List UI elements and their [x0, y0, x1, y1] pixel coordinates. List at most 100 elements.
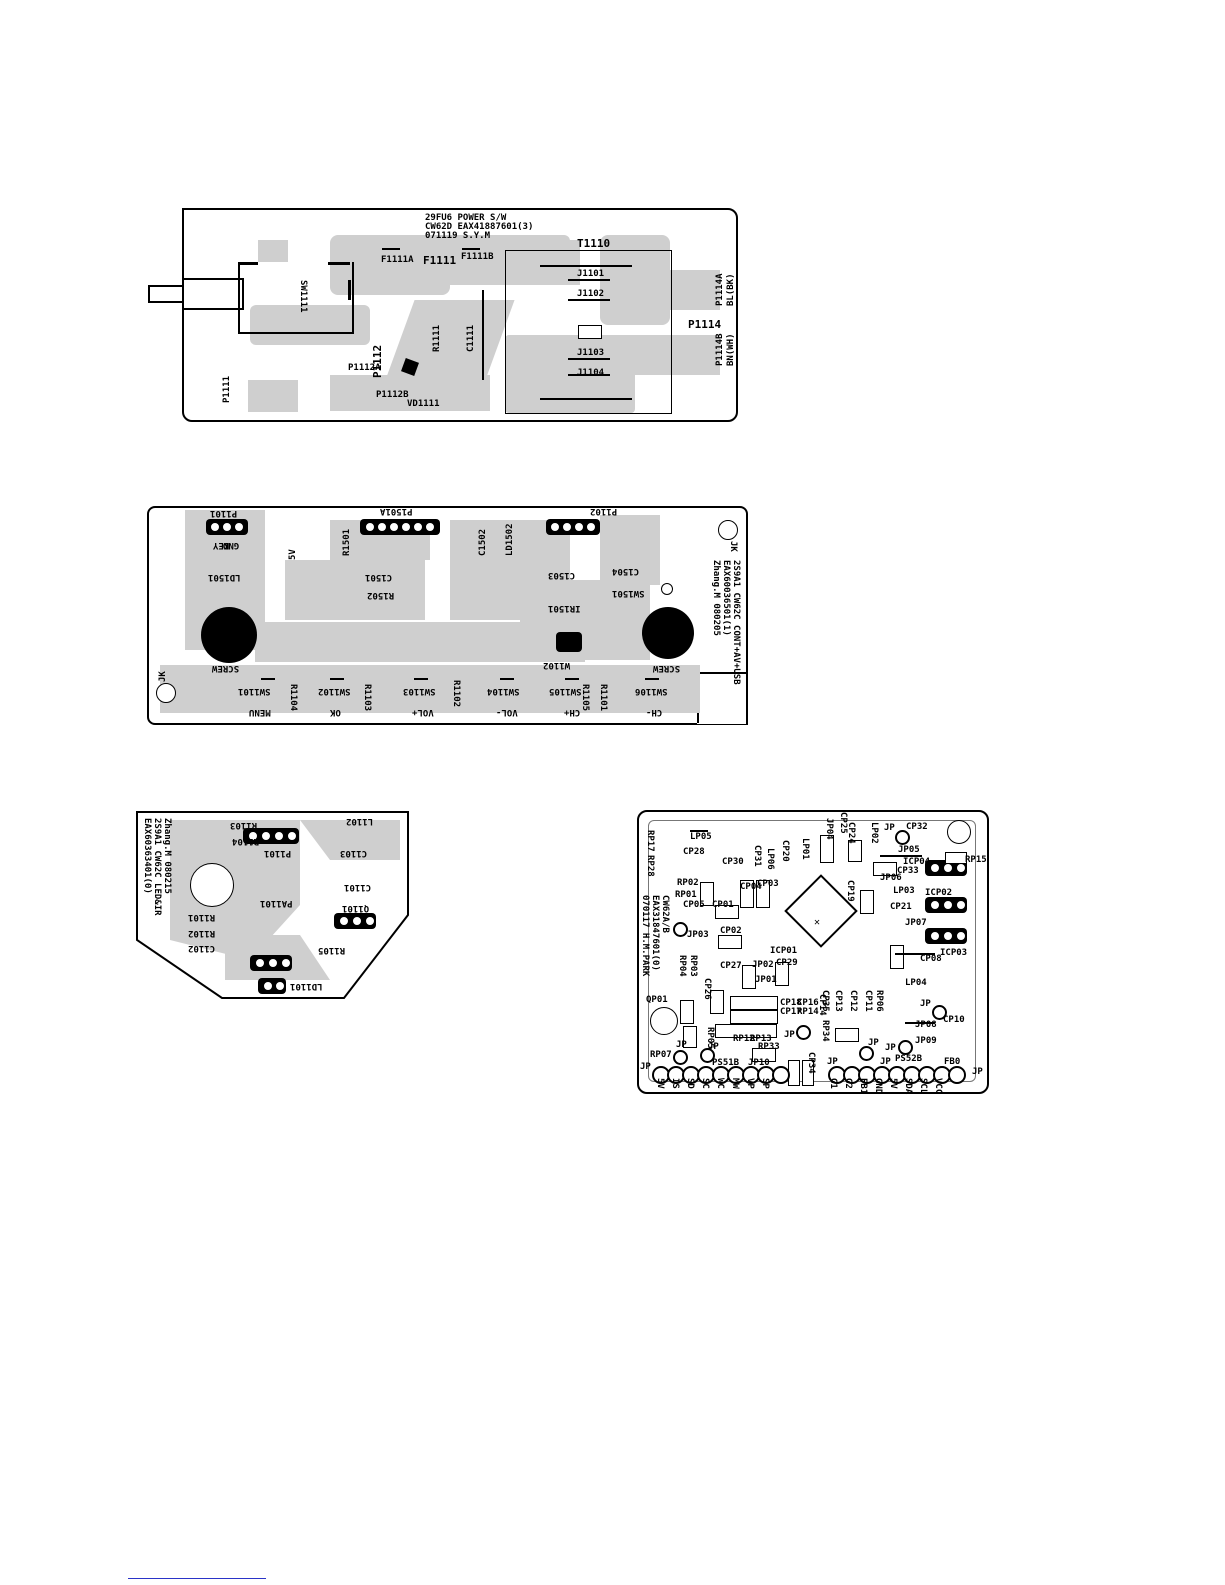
r1104-led-label: R1104 — [232, 836, 260, 846]
jp-label-5: JP — [784, 1030, 795, 1040]
fb0-label: FB0 — [944, 1057, 961, 1067]
test-point — [859, 1046, 874, 1061]
jp-label-10: JP — [676, 1040, 687, 1050]
pin-sc-label: SC — [700, 1078, 710, 1089]
icp02-label: ICP02 — [925, 888, 953, 898]
test-point — [700, 1048, 715, 1063]
copper-area — [520, 580, 650, 660]
p1112b-label: P1112B — [376, 390, 409, 400]
lp06-label: LP06 — [765, 848, 775, 870]
arrow-icon — [578, 325, 602, 339]
cp16-label: CP16 — [797, 998, 819, 1008]
test-point — [895, 830, 910, 845]
mounting-hole — [156, 683, 176, 703]
cp08-label: CP08 — [920, 954, 942, 964]
lp05-label: LP05 — [690, 832, 712, 842]
copper-area — [285, 560, 425, 620]
rp13-label: RP13 — [750, 1034, 772, 1044]
test-point — [898, 1040, 913, 1055]
cp18-label: CP18 — [780, 998, 802, 1008]
component-box — [742, 965, 756, 989]
p1112a-label: P1112A — [348, 363, 381, 373]
lp01-label: LP01 — [800, 838, 810, 860]
icp01-label: ICP01 — [770, 946, 798, 956]
cp33-label: CP33 — [897, 866, 919, 876]
cp10-label: CP10 — [943, 1015, 965, 1025]
cw62-board-date: 070117 H.M.PARK — [640, 895, 650, 977]
cp29-label: CP29 — [776, 958, 798, 968]
jp09-label: JP09 — [915, 1036, 937, 1046]
copper-area — [250, 305, 370, 345]
p1101-led-label: P1101 — [264, 848, 292, 858]
cw62-board-outline — [637, 810, 989, 1094]
cp11-label: CP11 — [863, 990, 873, 1012]
component-box — [820, 835, 834, 863]
rp05-label: RP05 — [705, 1027, 715, 1049]
jp05-label: JP05 — [898, 845, 920, 855]
cp27-label: CP27 — [720, 961, 742, 971]
copper-area — [330, 375, 490, 411]
pin-g1-label: G1 — [828, 1078, 838, 1089]
component-box — [775, 962, 789, 986]
component-box — [680, 1000, 694, 1024]
power-board-title: 29FU6 POWER S/W — [425, 213, 507, 223]
f1111b-label: F1111B — [461, 252, 494, 262]
cw62-hole — [947, 820, 971, 844]
t1110-label: T1110 — [577, 237, 611, 250]
cw62-board-part-number: EAX31847601(0) — [650, 895, 660, 971]
copper-area — [520, 240, 580, 285]
rp33-label: RP33 — [758, 1042, 780, 1052]
rp02-label: RP02 — [677, 878, 699, 888]
cw62-bottom-pin-row — [648, 1064, 978, 1086]
component-box — [802, 1060, 814, 1086]
icp03-label: ICP03 — [940, 948, 968, 958]
jp04-label: JP04 — [824, 818, 834, 840]
f1111a-label: F1111A — [381, 255, 414, 265]
cp24-label: CP24 — [846, 822, 856, 844]
test-point — [932, 1005, 947, 1020]
jp01-label: JP01 — [755, 975, 777, 985]
pin-gnd-label: GND — [873, 1078, 883, 1095]
jp-label-3: JP — [640, 1062, 651, 1072]
rp34-label: RP34 — [820, 1020, 830, 1042]
jp-label-9: JP — [885, 1043, 896, 1053]
copper-area — [160, 665, 700, 713]
vd1111-label: VD1111 — [407, 399, 440, 409]
jp08-label: JP08 — [915, 1020, 937, 1030]
rp14-label: RP14 — [797, 1007, 819, 1017]
pin-scl-label: SCL — [918, 1078, 928, 1095]
jp02-label: JP02 — [752, 960, 774, 970]
rp12-label: RP12 — [733, 1034, 755, 1044]
pin-vcc-label: VCC — [933, 1078, 943, 1095]
pin-g2-label: G2 — [843, 1078, 853, 1089]
test-point — [796, 1025, 811, 1040]
rp04-label: RP04 — [677, 955, 687, 977]
j1103-label: J1103 — [577, 348, 605, 358]
qp01-label: QP01 — [646, 995, 668, 1005]
l1102-label: L1102 — [346, 816, 374, 826]
cp12-label: CP12 — [848, 990, 858, 1012]
j1104-label: J1104 — [577, 368, 605, 378]
cp01-label: CP01 — [712, 900, 734, 910]
j1102-label: J1102 — [577, 289, 605, 299]
component-box — [848, 840, 862, 862]
power-board-date: 071119 S.Y.M — [425, 231, 491, 241]
component-box — [752, 1048, 776, 1062]
cp31-label: CP31 — [752, 845, 762, 867]
component-box — [835, 1028, 859, 1042]
rp15-label: RP15 — [965, 855, 987, 865]
copper-area — [258, 240, 288, 262]
component-box — [890, 945, 904, 969]
switch-body — [182, 278, 244, 310]
rp28-label: RP28 — [645, 855, 655, 877]
test-point — [673, 1050, 688, 1065]
cp35-label: CP35 — [820, 990, 830, 1012]
cw62-hole — [650, 1007, 678, 1035]
cw62-board-title: CW62A/B — [660, 895, 670, 933]
pin-5v-label: 5V — [655, 1078, 665, 1089]
component-box — [683, 1026, 697, 1048]
rp01-label: RP01 — [675, 890, 697, 900]
pin-wc-label: WC — [715, 1078, 725, 1089]
screw-hole — [642, 607, 694, 659]
q1101-label: Q1101 — [342, 903, 370, 913]
